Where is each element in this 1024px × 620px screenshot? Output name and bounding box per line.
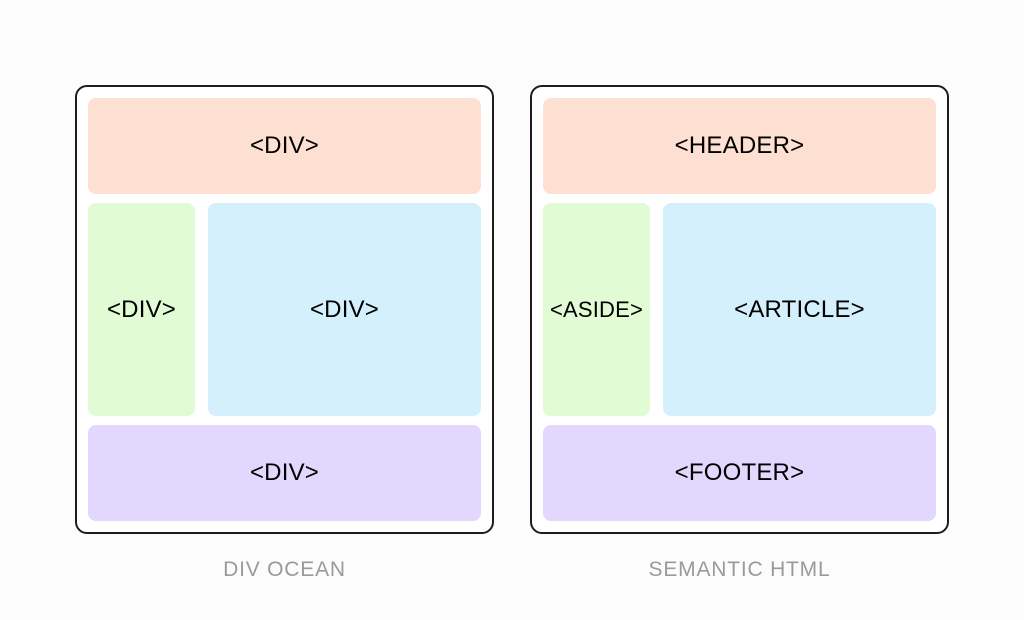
caption-semantic-html: SEMANTIC HTML [648,558,831,581]
block-footer-semantic: <FOOTER> [543,425,936,521]
block-aside-semantic: <ASIDE> [543,203,650,416]
block-article-div: <DIV> [208,203,481,416]
block-aside-div: <DIV> [88,203,195,416]
caption-div-ocean: DIV OCEAN [223,558,346,581]
panel-div-ocean: <DIV> <DIV> <DIV> <DIV> [75,85,494,534]
middle-row-right: <ASIDE> <ARTICLE> [543,203,936,416]
block-footer-div: <DIV> [88,425,481,521]
middle-row-left: <DIV> <DIV> [88,203,481,416]
block-header-div: <DIV> [88,98,481,194]
block-header-semantic: <HEADER> [543,98,936,194]
panel-semantic-html: <HEADER> <ASIDE> <ARTICLE> <FOOTER> [530,85,949,534]
block-article-semantic: <ARTICLE> [663,203,936,416]
